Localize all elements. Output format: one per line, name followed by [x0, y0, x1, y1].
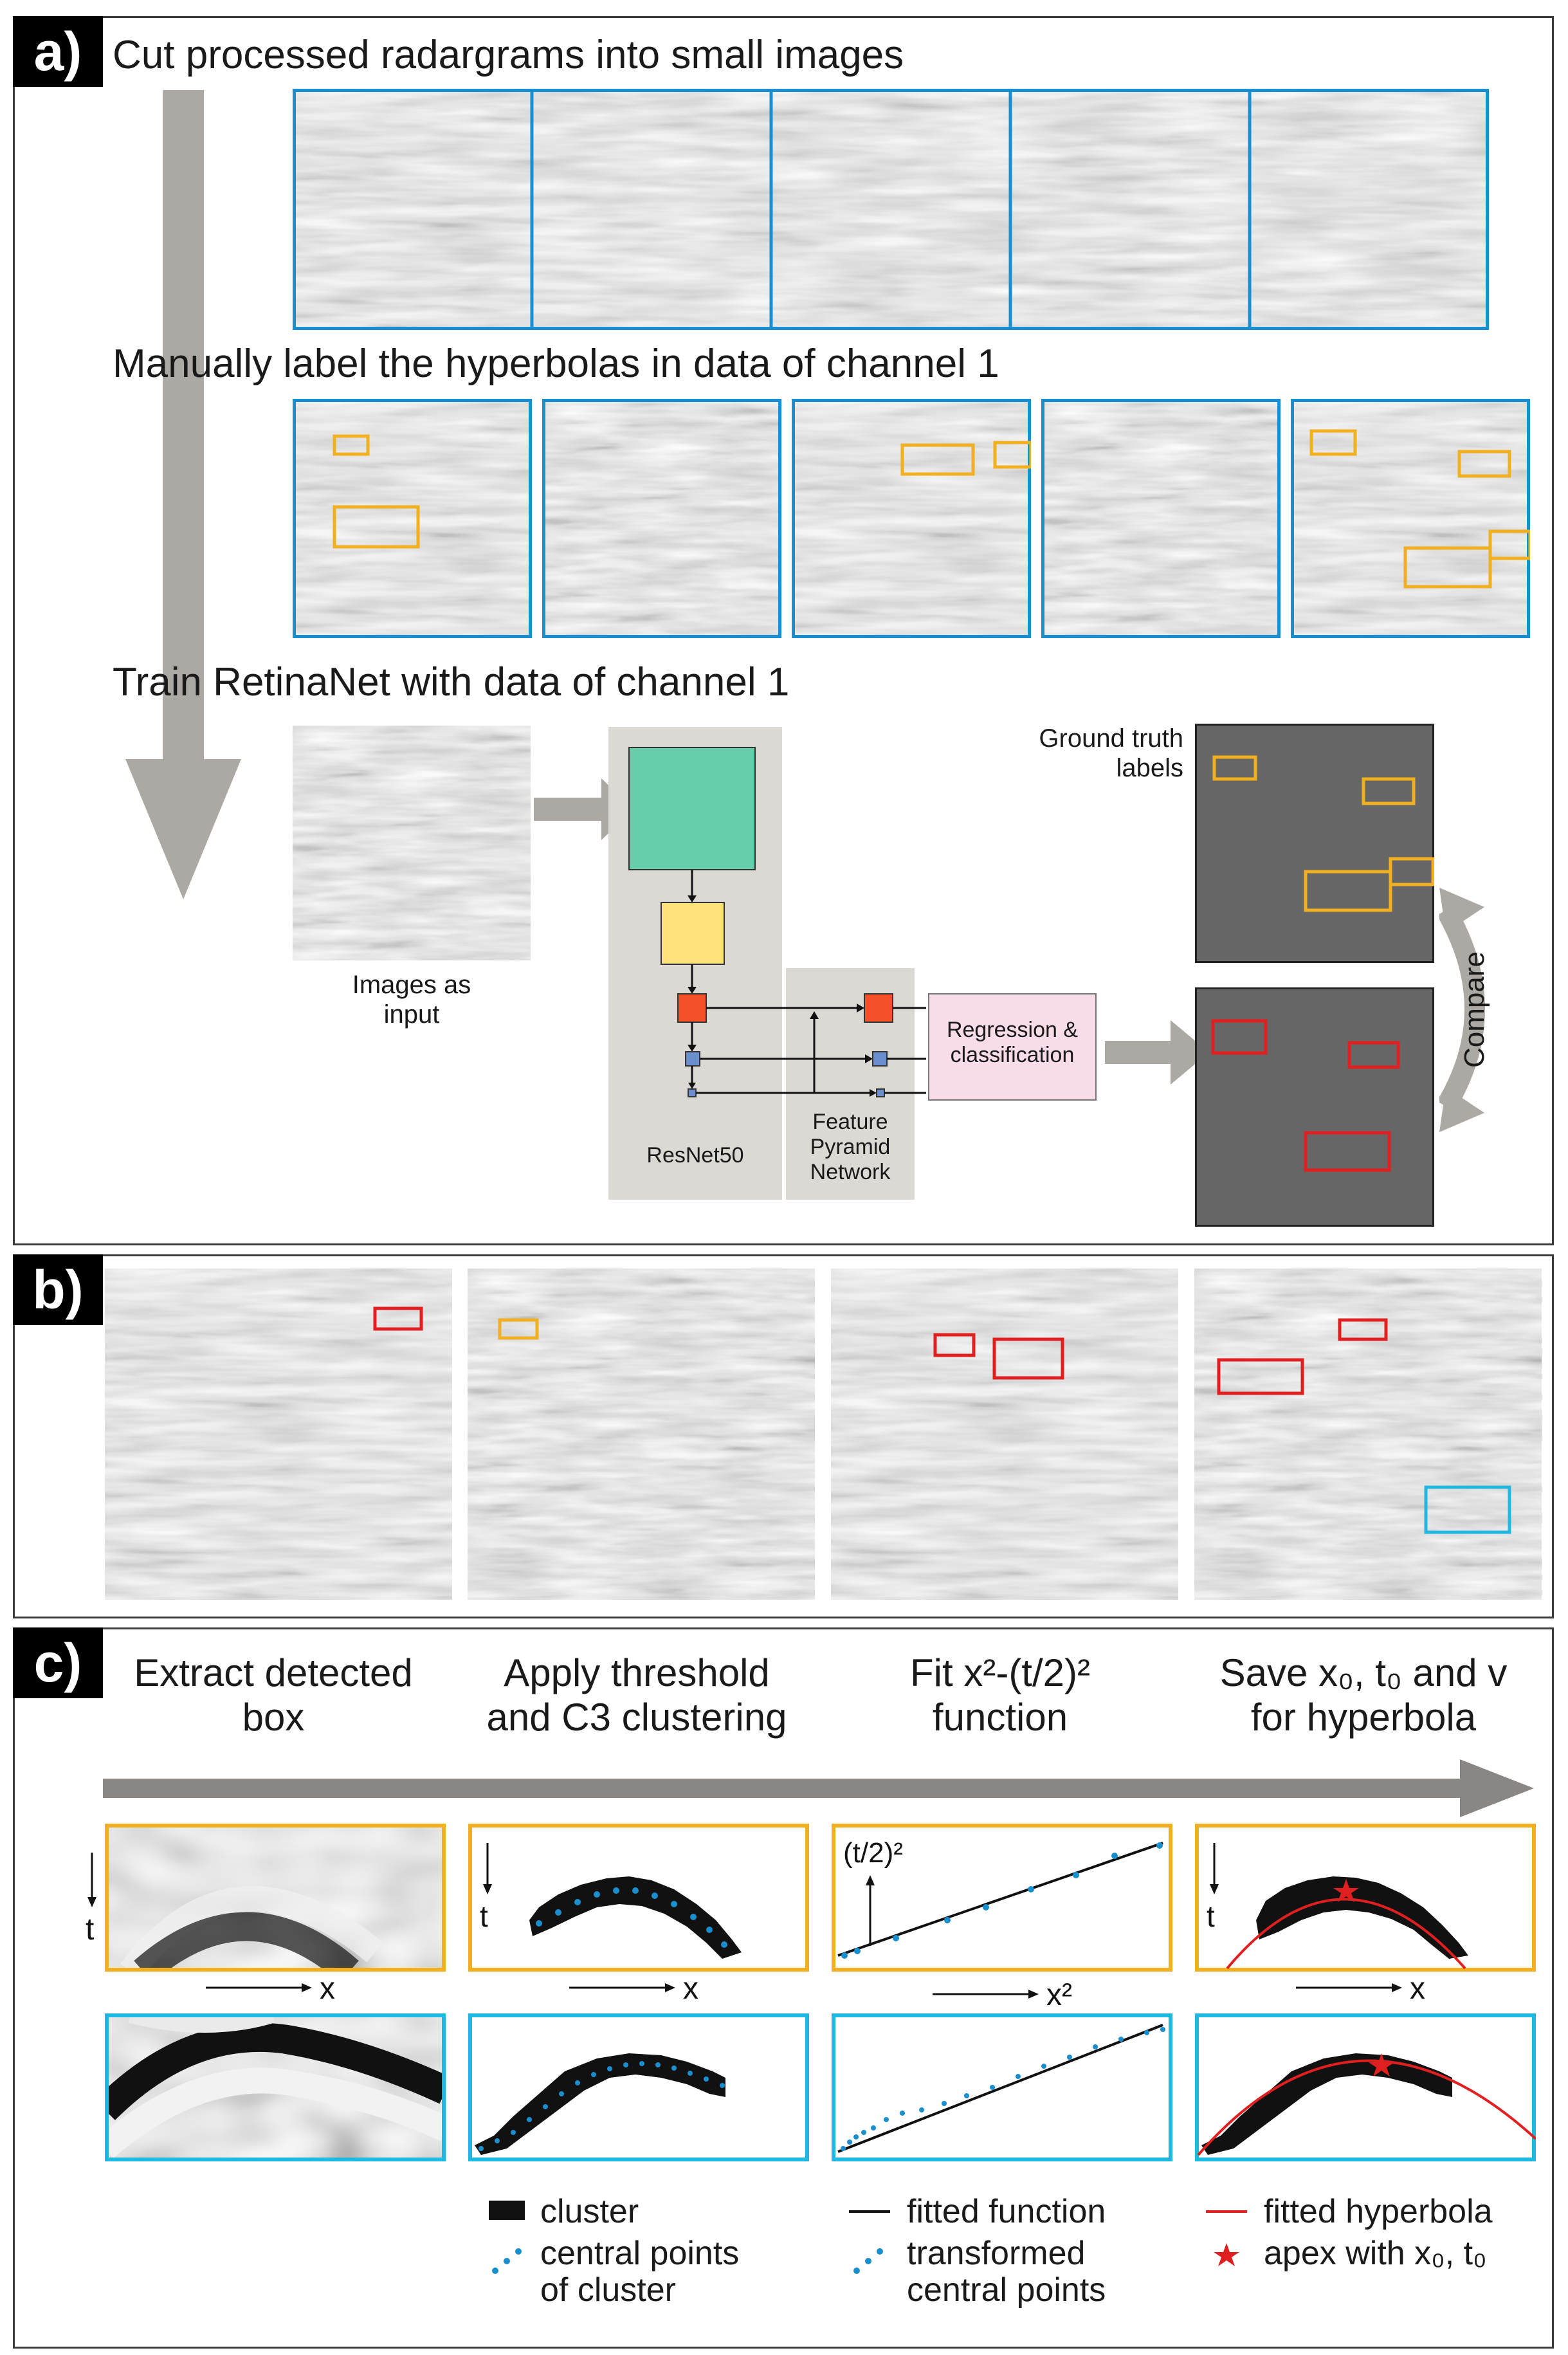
- cluster-plot-orange: t: [468, 1824, 809, 1972]
- axis-x-orange-4: x: [1296, 1972, 1425, 2006]
- step3-title: Train RetinaNet with data of channel 1: [113, 660, 790, 704]
- prediction-panel: [1195, 987, 1434, 1227]
- panel-b-badge: b): [13, 1254, 103, 1325]
- svg-text:x: x: [320, 1972, 335, 2006]
- labeled-tile-4: [1041, 399, 1281, 638]
- radargram-strip: [293, 89, 1489, 330]
- labeled-tile-3: [792, 399, 1031, 638]
- extracted-box-cyan: [105, 2013, 446, 2161]
- panel-c-badge: c): [13, 1627, 103, 1698]
- detection-result-4: [1194, 1269, 1542, 1600]
- fit-plot-orange: (t/2)²: [832, 1824, 1172, 1972]
- axis-x2-orange: x²: [933, 1978, 1072, 2012]
- labeled-tile-1: [293, 399, 532, 638]
- ground-truth-panel: [1195, 724, 1434, 963]
- svg-text:x²: x²: [1046, 1978, 1072, 2012]
- svg-text:(t/2)²: (t/2)²: [843, 1837, 903, 1869]
- hyperbola-plot-cyan: [1195, 2013, 1536, 2161]
- input-image: [293, 726, 531, 960]
- svg-text:t: t: [480, 1900, 488, 1933]
- labeled-tile-5: [1291, 399, 1530, 638]
- cluster-plot-cyan: [468, 2013, 809, 2161]
- svg-text:x: x: [1410, 1972, 1425, 2006]
- extracted-box-orange: [105, 1824, 446, 1972]
- regression-label: Regression &classification: [946, 1018, 1079, 1068]
- compare-label: Compare: [1459, 951, 1490, 1068]
- process-flow-arrow: [125, 90, 241, 899]
- labeled-tile-2: [542, 399, 781, 638]
- step1-title: Cut processed radargrams into small imag…: [113, 33, 904, 77]
- svg-text:t: t: [1207, 1900, 1215, 1933]
- process-arrow-horizontal: [103, 1759, 1534, 1817]
- svg-text:t: t: [86, 1912, 94, 1946]
- fit-plot-cyan: [832, 2013, 1172, 2161]
- detection-result-3: [831, 1269, 1178, 1600]
- detection-result-2: [468, 1269, 815, 1600]
- svg-text:x: x: [683, 1972, 698, 2006]
- resnet-label: ResNet50: [646, 1143, 744, 1168]
- detection-result-1: [105, 1269, 452, 1600]
- hyperbola-plot-orange: t: [1195, 1824, 1536, 1972]
- panel-a-badge: a): [13, 16, 103, 87]
- compare-arrow: [1439, 888, 1485, 1132]
- retinanet-diagram: [534, 727, 1209, 1200]
- axis-x-orange-1: x: [206, 1972, 335, 2006]
- axis-x-orange-2: x: [569, 1972, 698, 2006]
- axis-t-orange-1: t: [86, 1853, 96, 1946]
- step2-title: Manually label the hyperbolas in data of…: [113, 342, 999, 386]
